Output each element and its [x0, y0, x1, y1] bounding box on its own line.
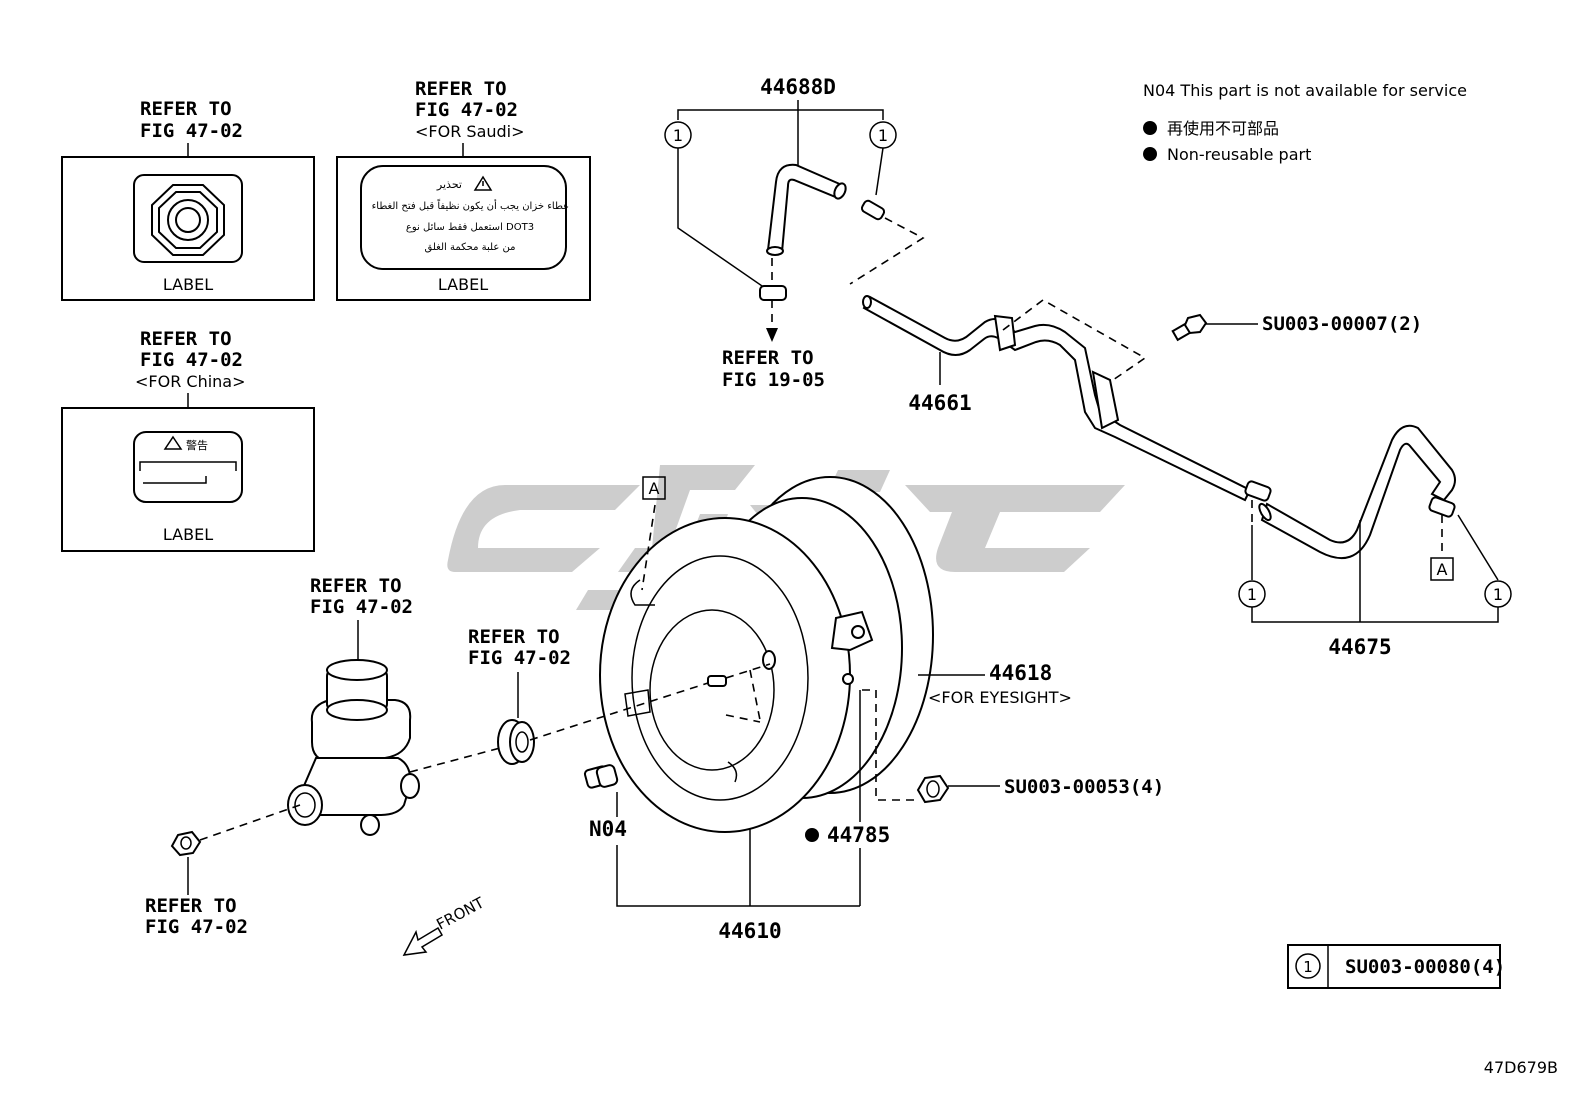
- warning-triangle-icon: [473, 175, 493, 191]
- vacuum-hose-44688D: [766, 163, 847, 256]
- front-label: FRONT: [433, 893, 487, 933]
- ref-a-box: A: [649, 479, 660, 498]
- cap-label-graphic: [133, 174, 243, 263]
- part-44785: 44785: [827, 823, 890, 847]
- saudi-label-box: [336, 156, 591, 301]
- part-44610: 44610: [718, 919, 781, 943]
- china-label-box: [61, 407, 315, 552]
- refer-text: REFER TO: [140, 328, 232, 350]
- china-label-graphic: [133, 431, 243, 503]
- saudi-label-line: تحذير: [436, 178, 462, 191]
- label-caption: LABEL: [163, 275, 213, 294]
- part-44675: 44675: [1328, 635, 1391, 659]
- check-valve-connector: [583, 764, 619, 789]
- ref-a-box: A: [1437, 560, 1448, 579]
- refer-text: REFER TO: [145, 895, 237, 917]
- for-eyesight-text: <FOR EYESIGHT>: [928, 688, 1072, 707]
- for-china-text: <FOR China>: [135, 372, 246, 391]
- brake-booster: [599, 476, 934, 833]
- circle-ref-1: 1: [1247, 585, 1257, 604]
- label-caption: LABEL: [163, 525, 213, 544]
- part-su003-00007: SU003-00007(2): [1262, 313, 1422, 335]
- cap-label-box: [61, 156, 315, 301]
- circle-ref-1: 1: [878, 126, 888, 145]
- refer-fig-text: FIG 47-02: [140, 120, 243, 142]
- nut-su003-00053: [916, 774, 950, 804]
- circle-ref-1: 1: [1303, 958, 1313, 976]
- refer-fig-text: FIG 47-02: [140, 349, 243, 371]
- brake-master-cylinder: [287, 659, 420, 836]
- figure-id: 47D679B: [1484, 1058, 1558, 1077]
- circle-ref-1: 1: [1493, 585, 1503, 604]
- saudi-label-line: غطاء خزان يجب أن يكون نظيفاً قبل فتح الغ…: [372, 198, 569, 212]
- hose-clamp: [1244, 480, 1456, 518]
- warning-triangle-icon: [163, 435, 183, 450]
- saudi-label-line: من علبة محكمة الغلق: [425, 242, 516, 253]
- hose-clamp: [759, 199, 886, 301]
- vacuum-pipe-44661: [862, 295, 1252, 502]
- filled-dot-icon: [1143, 121, 1157, 135]
- part-44618: 44618: [989, 661, 1052, 685]
- part-su003-00053: SU003-00053(4): [1004, 776, 1164, 798]
- note-n04: N04 This part is not available for servi…: [1143, 81, 1467, 100]
- refer-fig-text: FIG 47-02: [415, 99, 518, 121]
- booster-seal: [497, 719, 535, 765]
- china-label-warning: 警告: [186, 438, 208, 452]
- legend-box: [1287, 944, 1501, 989]
- filled-dot-icon: [805, 828, 819, 842]
- refer-fig-text: FIG 47-02: [468, 647, 571, 669]
- vacuum-hose-44675: [1258, 424, 1456, 560]
- arrow-down-icon: [766, 328, 778, 342]
- saudi-label-line: استعمل فقط سائل نوع DOT3: [406, 222, 534, 233]
- for-saudi-text: <FOR Saudi>: [415, 122, 525, 141]
- circle-ref-1: 1: [673, 126, 683, 145]
- label-caption: LABEL: [438, 275, 488, 294]
- refer-fig-text: FIG 47-02: [310, 596, 413, 618]
- note-non-reusable-jp: 再使用不可部品: [1167, 119, 1279, 138]
- front-arrow-icon: [402, 926, 444, 956]
- refer-text: REFER TO: [468, 626, 560, 648]
- master-cylinder-nut: [170, 830, 202, 857]
- part-su003-00080: SU003-00080(4): [1345, 956, 1505, 978]
- refer-text: REFER TO: [310, 575, 402, 597]
- saudi-label-graphic: [360, 165, 567, 270]
- refer-fig-text: FIG 47-02: [145, 916, 248, 938]
- bolt-su003-00007: [1171, 313, 1208, 342]
- filled-dot-icon: [1143, 147, 1157, 161]
- refer-text: REFER TO: [722, 347, 814, 369]
- part-n04: N04: [589, 817, 627, 841]
- part-44688D: 44688D: [760, 75, 836, 99]
- refer-fig-19-05: FIG 19-05: [722, 369, 825, 391]
- note-non-reusable-en: Non-reusable part: [1167, 145, 1311, 164]
- part-44661: 44661: [908, 391, 971, 415]
- refer-text: REFER TO: [140, 98, 232, 120]
- refer-text: REFER TO: [415, 78, 507, 100]
